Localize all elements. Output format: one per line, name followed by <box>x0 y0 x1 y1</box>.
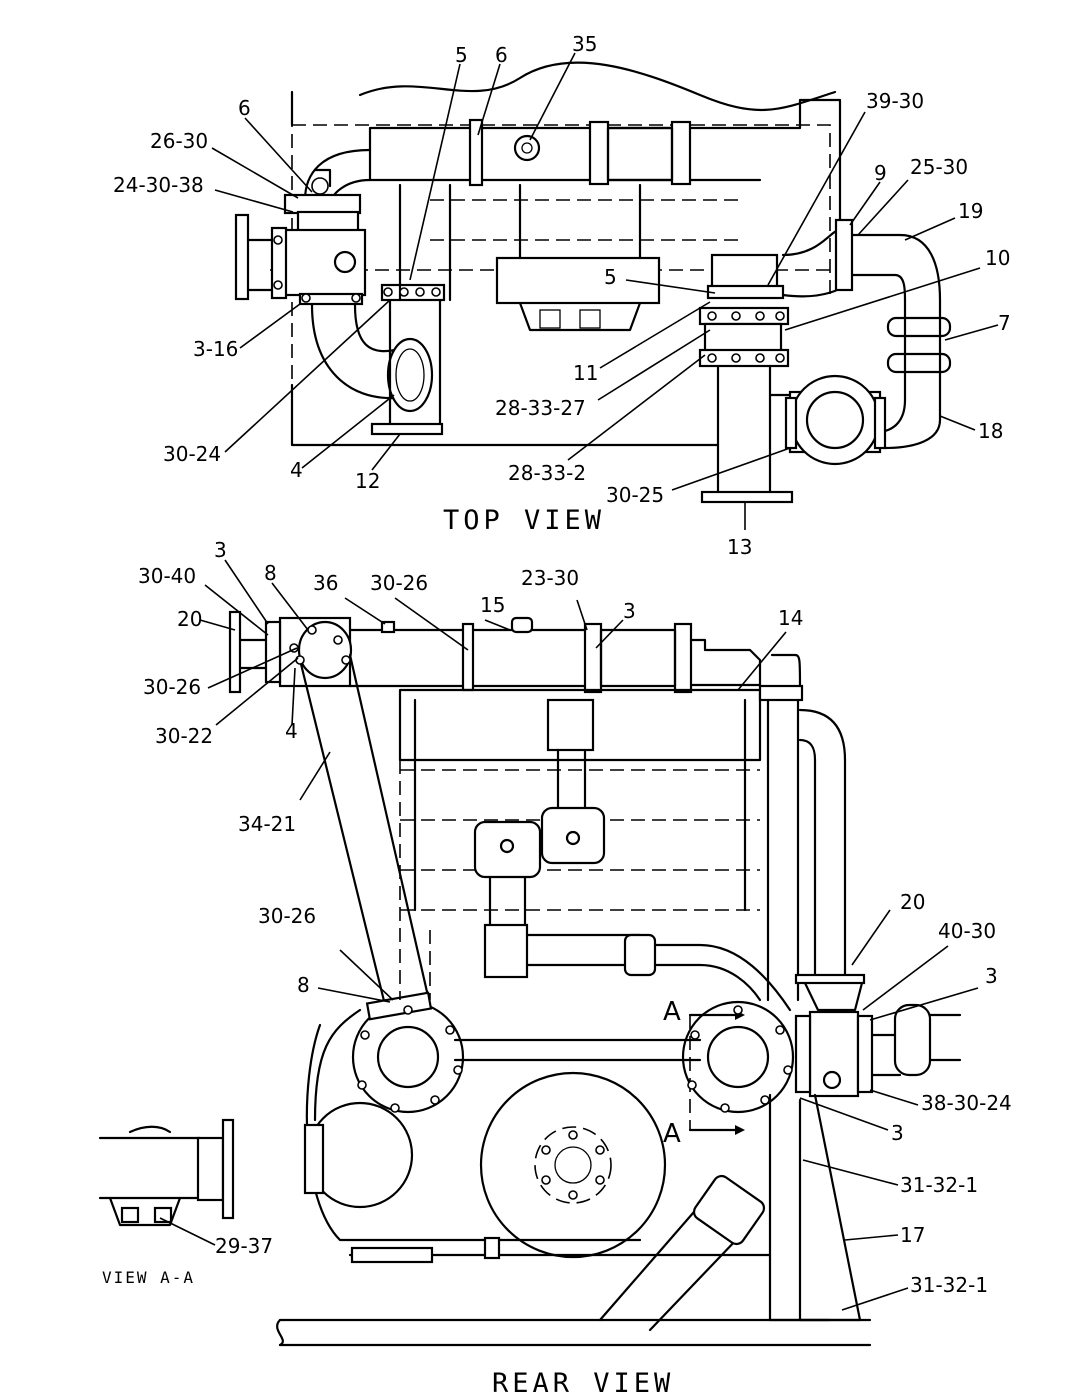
callout-30-26-c: 30-26 <box>258 904 316 928</box>
callout-15: 15 <box>480 593 505 617</box>
callout-40-30: 40-30 <box>938 919 996 943</box>
callout-30-24: 30-24 <box>163 442 221 466</box>
callout-31-32-1-b: 31-32-1 <box>910 1273 988 1297</box>
callout-8-b: 8 <box>297 973 310 997</box>
callout-38-30-24: 38-30-24 <box>921 1091 1012 1115</box>
callout-18: 18 <box>978 419 1003 443</box>
callout-13: 13 <box>727 535 752 559</box>
callout-30-40: 30-40 <box>138 564 196 588</box>
callout-6: 6 <box>495 43 508 67</box>
top-view-drawing <box>234 61 952 504</box>
callout-leaders <box>159 52 999 1311</box>
view-a-a-drawing <box>98 1118 235 1227</box>
callout-28-33-27: 28-33-27 <box>495 396 586 420</box>
callout-9: 9 <box>874 161 887 185</box>
callout-19: 19 <box>958 199 983 223</box>
section-marker-upper: A <box>663 997 681 1027</box>
callout-10: 10 <box>985 246 1010 270</box>
callout-4-b: 4 <box>285 719 298 743</box>
callout-3-d: 3 <box>891 1121 904 1145</box>
callout-8: 8 <box>264 561 277 585</box>
callout-29-37: 29-37 <box>215 1234 273 1258</box>
top-view-bolts <box>273 235 785 363</box>
callout-35: 35 <box>572 32 597 56</box>
callout-30-26: 30-26 <box>370 571 428 595</box>
callout-5-b: 5 <box>604 265 617 289</box>
callout-3: 3 <box>214 538 227 562</box>
rear-view-bolts <box>289 625 793 1200</box>
callout-3-b: 3 <box>623 599 636 623</box>
callout-14: 14 <box>778 606 803 630</box>
callout-36: 36 <box>313 571 338 595</box>
callout-28-33-2: 28-33-2 <box>508 461 586 485</box>
callout-39-30: 39-30 <box>866 89 924 113</box>
callout-11: 11 <box>573 361 598 385</box>
top-view-title: TOP VIEW <box>443 505 605 536</box>
rear-view-drawing <box>228 610 962 1347</box>
callout-17: 17 <box>900 1223 925 1247</box>
callout-30-25: 30-25 <box>606 483 664 507</box>
callout-26-30: 26-30 <box>150 129 208 153</box>
callout-labels: 5 6 35 39-30 6 26-30 9 25-30 24-30-38 19… <box>113 32 1012 1297</box>
callout-30-22: 30-22 <box>155 724 213 748</box>
callout-25-30: 25-30 <box>910 155 968 179</box>
view-a-a-title: VIEW A-A <box>102 1268 195 1287</box>
section-marker-lower: A <box>663 1119 681 1149</box>
callout-24-30-38: 24-30-38 <box>113 173 204 197</box>
callout-20-b: 20 <box>900 890 925 914</box>
callout-12: 12 <box>355 469 380 493</box>
callout-23-30: 23-30 <box>521 566 579 590</box>
callout-4: 4 <box>290 458 303 482</box>
callout-5: 5 <box>455 43 468 67</box>
callout-6-b: 6 <box>238 96 251 120</box>
callout-7: 7 <box>998 311 1011 335</box>
callout-3-16: 3-16 <box>193 337 238 361</box>
callout-31-32-1: 31-32-1 <box>900 1173 978 1197</box>
callout-20: 20 <box>177 607 202 631</box>
callout-3-c: 3 <box>985 964 998 988</box>
callout-34-21: 34-21 <box>238 812 296 836</box>
callout-30-26-b: 30-26 <box>143 675 201 699</box>
rear-view-title: REAR VIEW <box>492 1368 674 1399</box>
